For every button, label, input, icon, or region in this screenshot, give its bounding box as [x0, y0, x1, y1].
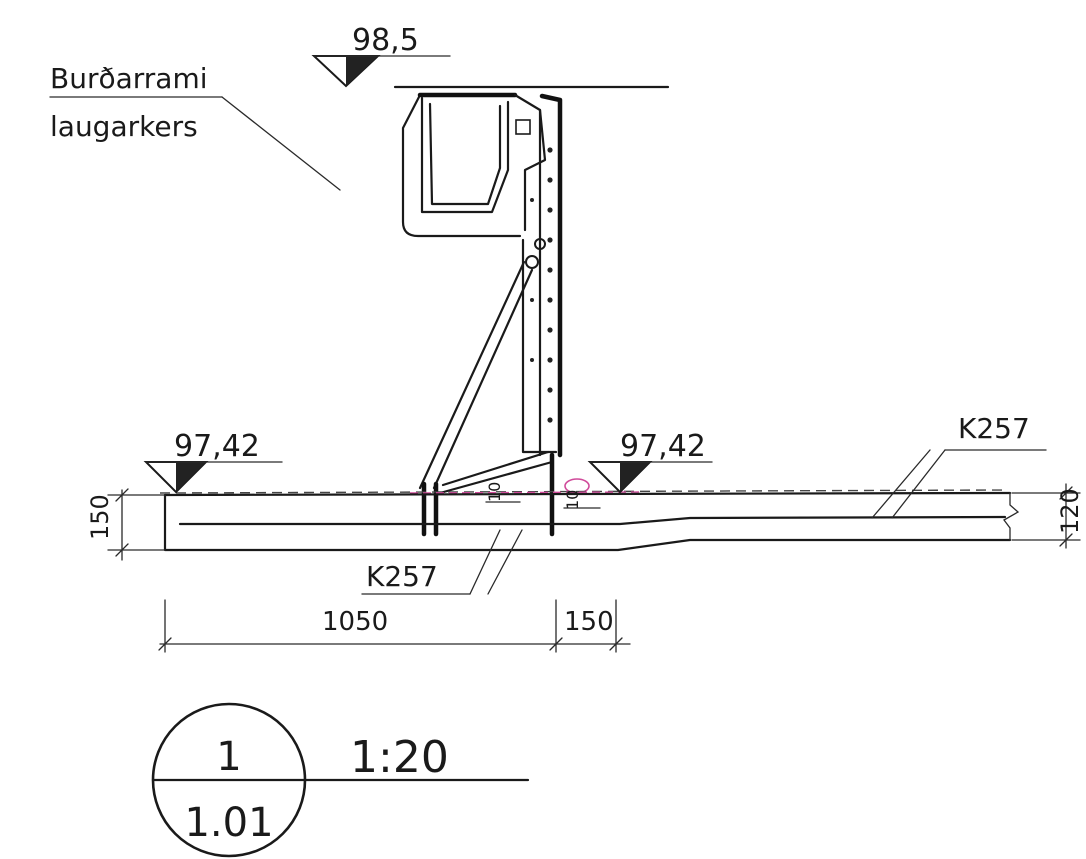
gutter-inner [420, 96, 510, 214]
dim-left-thickness: 150 [86, 488, 166, 561]
post-holes [530, 147, 553, 423]
pool-gutter [401, 92, 547, 238]
slab-bottom [163, 493, 1012, 552]
dim-horizontal: 1050 150 [158, 599, 631, 653]
dim-right-thickness: 120 [1011, 483, 1084, 549]
rebar-callout-upper: K257 [871, 412, 1047, 519]
strut-1b [432, 268, 534, 490]
level-triangle-left-fill [176, 462, 206, 492]
strut-2b [438, 460, 554, 495]
rebar-upper-leader-1 [871, 449, 931, 519]
dim-right-tick-top [1059, 486, 1073, 500]
sheet-number: 1.01 [184, 800, 273, 846]
dim-left-tick-top [115, 488, 129, 502]
gutter-bracket [515, 119, 531, 135]
floor-slab [159, 489, 1020, 552]
level-marker-right: 97,42 [587, 429, 713, 494]
rebar-label-upper: K257 [958, 412, 1030, 445]
detail-title-block: 1 1.01 1:20 [151, 702, 530, 858]
rebar-label-lower: K257 [366, 560, 438, 593]
small-dim-2: 10 [563, 490, 582, 510]
post-outer [539, 93, 563, 458]
level-marker-left: 97,42 [143, 429, 283, 494]
rebar-callout-lower: K257 [361, 529, 523, 595]
rebar-line [178, 515, 1007, 526]
gutter-inner-2 [428, 102, 502, 206]
gutter-outer [401, 93, 522, 238]
dim-horizontal-1050: 1050 [322, 607, 388, 637]
frame-label: Burðarrami laugarkers [49, 62, 341, 191]
rebar-upper-leader-2 [891, 449, 946, 519]
frame-label-line1: Burðarrami [50, 62, 208, 95]
bolt-1 [525, 255, 539, 269]
dim-left-tick-bottom [115, 543, 129, 557]
level-marker-top: 98,5 [311, 23, 451, 88]
strut-1a [418, 260, 526, 490]
detail-number: 1 [216, 734, 241, 780]
dim-right-tick-bottom [1059, 533, 1073, 547]
slab-top [163, 491, 1012, 497]
rebar-lower-leader-2 [487, 529, 523, 595]
dim-right-value: 120 [1056, 488, 1084, 534]
dim-h-tick-3 [609, 637, 623, 651]
dim-left-value: 150 [86, 494, 114, 540]
drawing-scale: 1:20 [350, 732, 449, 783]
break-line [1003, 492, 1020, 541]
floor-level-line [159, 489, 1009, 494]
gutter-edge [513, 93, 547, 232]
level-triangle-top-fill [346, 56, 378, 86]
dim-horizontal-150: 150 [564, 607, 614, 637]
diagonal-struts [418, 260, 554, 495]
small-dim-1: 10 [485, 482, 504, 502]
level-label-left: 97,42 [174, 429, 260, 464]
strut-2a [441, 450, 550, 487]
level-label-top: 98,5 [352, 23, 419, 58]
level-label-right: 97,42 [620, 429, 706, 464]
label-leader [221, 96, 341, 191]
level-triangle-right-fill [620, 462, 650, 492]
dim-h-tick-1 [158, 637, 172, 651]
bolt-2 [534, 238, 546, 250]
rebar-lower-leader-1 [469, 529, 501, 595]
dim-h-tick-2 [549, 637, 563, 651]
frame-label-line2: laugarkers [50, 110, 198, 143]
